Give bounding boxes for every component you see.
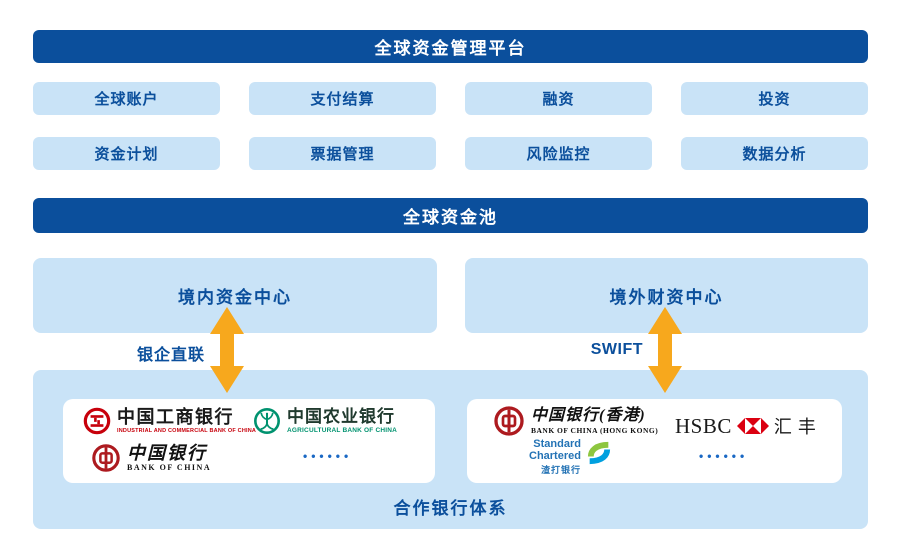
double-arrow-icon bbox=[648, 307, 682, 393]
abc-name-cn: 中国农业银行 bbox=[287, 406, 395, 426]
module-investment: 投资 bbox=[681, 82, 868, 115]
bank-icbc: 中国工商银行 INDUSTRIAL AND COMMERCIAL BANK OF… bbox=[83, 407, 256, 435]
sc-logo-icon bbox=[587, 441, 611, 465]
module-risk-monitoring: 风险监控 bbox=[465, 137, 652, 170]
boc-name-en: BANK OF CHINA bbox=[127, 463, 212, 472]
boc-logo-icon bbox=[92, 444, 120, 472]
hsbc-name-en: HSBC bbox=[675, 413, 732, 438]
sc-name-cn: 渣打银行 bbox=[540, 465, 581, 476]
global-cash-pool-bar: 全球资金池 bbox=[33, 198, 868, 233]
bank-abc: 中国农业银行 AGRICULTURAL BANK OF CHINA bbox=[253, 407, 397, 435]
module-fund-planning: 资金计划 bbox=[33, 137, 220, 170]
more-banks-ellipsis: •••••• bbox=[699, 449, 749, 463]
bank-boc: 中国银行 BANK OF CHINA bbox=[91, 443, 211, 473]
bochk-name-en: BANK OF CHINA (HONG KONG) bbox=[531, 425, 659, 435]
hsbc-name-cn: 汇丰 bbox=[773, 417, 822, 437]
module-global-accounts: 全球账户 bbox=[33, 82, 220, 115]
icbc-logo-icon bbox=[83, 407, 111, 435]
module-financing: 融资 bbox=[465, 82, 652, 115]
bochk-name-cn: 中国银行(香港) bbox=[531, 407, 646, 425]
bank-direct-link-label: 银企直联 bbox=[136, 347, 205, 364]
abc-logo-icon bbox=[254, 408, 280, 434]
domestic-banks-card: 中国工商银行 INDUSTRIAL AND COMMERCIAL BANK OF… bbox=[63, 399, 435, 483]
bank-hsbc: HSBC 汇丰 bbox=[675, 413, 822, 439]
boc-name-cn: 中国银行 bbox=[127, 443, 207, 463]
partner-banks-panel: 中国工商银行 INDUSTRIAL AND COMMERCIAL BANK OF… bbox=[33, 370, 868, 529]
abc-name-en: AGRICULTURAL BANK OF CHINA bbox=[287, 427, 398, 435]
partner-banks-title: 合作银行体系 bbox=[393, 499, 508, 518]
platform-title-bar: 全球资金管理平台 bbox=[33, 30, 868, 63]
sc-name-line1: Standard bbox=[533, 438, 581, 450]
bank-standard-chartered: Standard Chartered 渣打银行 bbox=[529, 438, 613, 476]
more-banks-ellipsis: •••••• bbox=[303, 449, 353, 463]
module-data-analysis: 数据分析 bbox=[681, 137, 868, 170]
overseas-banks-card: 中国银行(香港) BANK OF CHINA (HONG KONG) HSBC … bbox=[467, 399, 842, 483]
sc-name-line2: Chartered bbox=[529, 449, 581, 462]
icbc-name-cn: 中国工商银行 bbox=[117, 406, 234, 427]
module-payment-settlement: 支付结算 bbox=[249, 82, 436, 115]
swift-label: SWIFT bbox=[590, 341, 643, 358]
icbc-name-en: INDUSTRIAL AND COMMERCIAL BANK OF CHINA bbox=[117, 428, 257, 435]
hsbc-logo-icon bbox=[736, 418, 769, 434]
bochk-logo-icon bbox=[494, 406, 524, 436]
module-bill-management: 票据管理 bbox=[249, 137, 436, 170]
double-arrow-icon bbox=[210, 307, 244, 393]
bank-bochk: 中国银行(香港) BANK OF CHINA (HONG KONG) bbox=[493, 405, 658, 437]
